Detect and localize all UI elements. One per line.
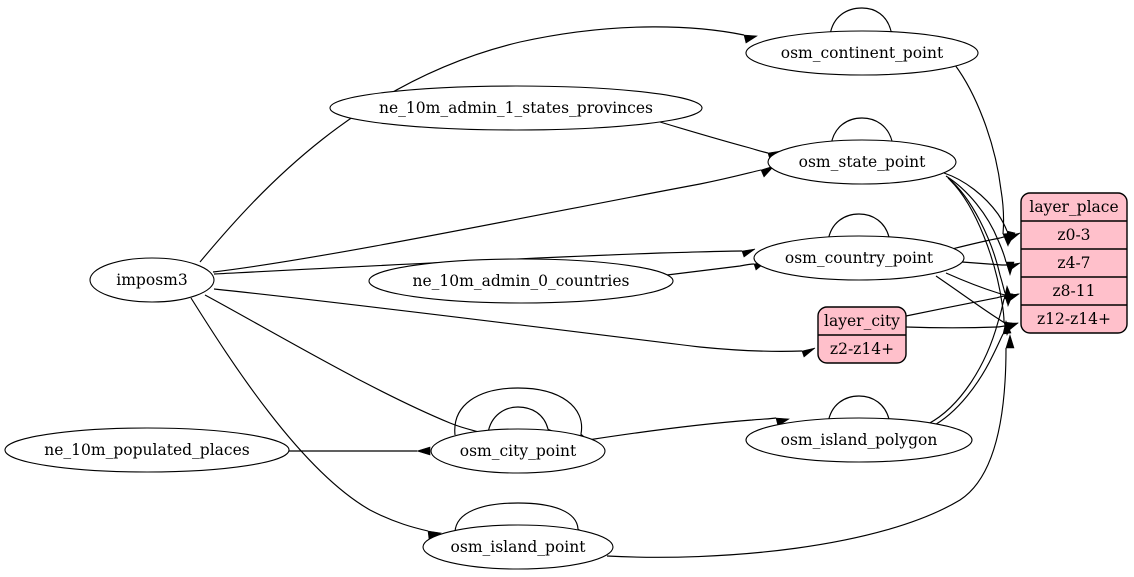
edge-imposm3-to-osm_continent_point: [199, 26, 758, 263]
layer-place-box: [1020, 192, 1128, 334]
node-ne-10m-admin-0-countries[interactable]: ne_10m_admin_0_countries: [368, 258, 674, 304]
edge-imposm3-to-osm_state_point: [212, 165, 775, 273]
edge-osm_island_polygon-to-layer_place-z8-11: [927, 285, 1013, 425]
node-imposm3[interactable]: imposm3: [89, 257, 215, 303]
node-osm-country-point[interactable]: osm_country_point: [753, 235, 965, 281]
edge-osm_island_polygon-to-layer_place-z12: [930, 320, 1012, 428]
edge-imposm3-to-osm_country_point: [213, 248, 756, 275]
node-osm-island-point[interactable]: osm_island_point: [422, 524, 614, 570]
edge-imposm3-to-osm_island_point: [190, 297, 442, 540]
edge-osm_island_point-to-layer_place-z12: [606, 333, 1015, 558]
node-ne-10m-populated-places[interactable]: ne_10m_populated_places: [4, 427, 290, 473]
edge-layer: [190, 7, 1021, 558]
record-node-layer-city[interactable]: layer_city z2-z14+: [817, 306, 907, 364]
edge-populated_places-to-osm_city_point: [289, 446, 431, 456]
record-node-layer-place[interactable]: layer_place z0-3 z4-7 z8-11 z12-z14+: [1020, 192, 1128, 334]
edge-states_provinces-to-osm_state_point: [659, 121, 783, 161]
node-osm-state-point[interactable]: osm_state_point: [767, 139, 957, 185]
node-osm-city-point[interactable]: osm_city_point: [430, 428, 606, 474]
node-ne-10m-admin-1-states-provinces[interactable]: ne_10m_admin_1_states_provinces: [329, 85, 703, 131]
node-osm-island-polygon[interactable]: osm_island_polygon: [745, 417, 973, 463]
edge-osm_continent_point-to-layer_place-z0-3: [954, 64, 1013, 247]
edge-admin_0_countries-to-osm_country_point: [666, 260, 768, 276]
node-layer: imposm3 ne_10m_admin_1_states_provinces …: [4, 30, 979, 570]
edge-imposm3-to-layer_city: [213, 288, 816, 358]
edge-osm_country_point-to-layer_place-z4-7: [961, 261, 1021, 272]
edge-layer_city-to-layer_place-z12: [905, 322, 1019, 333]
node-osm-continent-point[interactable]: osm_continent_point: [745, 30, 979, 76]
edge-osm_country_point-to-layer_place-z0-3: [951, 232, 1021, 250]
